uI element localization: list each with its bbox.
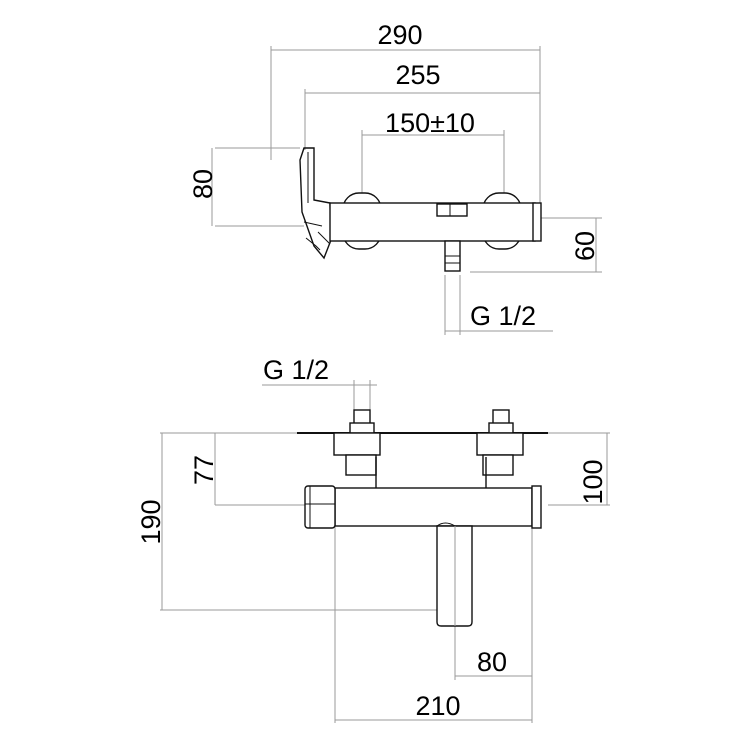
end-cap	[532, 202, 542, 242]
left-handle	[304, 485, 336, 529]
thermostat-body-top	[329, 202, 536, 242]
inlet-right	[476, 409, 524, 476]
lever-handle	[299, 147, 332, 260]
thermostat-body-front	[334, 487, 533, 527]
right-end-cap	[531, 485, 542, 529]
thread-label-top: G 1/2	[470, 301, 536, 331]
top-view-dimension-lines	[271, 49, 540, 136]
dim-overall-width: 290	[377, 20, 422, 50]
dim-height: 80	[188, 169, 218, 199]
thread-label-front: G 1/2	[263, 355, 329, 385]
dim-inlet-centers: 150±10	[385, 108, 475, 138]
dim-spout-width: 80	[477, 647, 507, 677]
front-view: G 1/2 190 77 100 80 210	[136, 355, 610, 723]
spout	[436, 522, 473, 627]
dim-wall-to-axis: 77	[189, 455, 219, 485]
front-view-extension-lines	[160, 380, 610, 723]
outlet-connector	[444, 240, 461, 272]
dim-depth: 60	[570, 231, 600, 261]
diverter-button	[436, 203, 468, 217]
top-view: 290 255 150±10 80 60 G 1/2	[188, 20, 602, 335]
dim-body-width: 210	[415, 691, 460, 721]
bridge	[375, 457, 487, 491]
inlet-left	[333, 409, 381, 476]
dim-body-width: 255	[395, 60, 440, 90]
top-view-extension-lines	[211, 46, 602, 335]
dim-height-total: 190	[136, 499, 166, 544]
dim-plate-height: 100	[578, 459, 608, 504]
